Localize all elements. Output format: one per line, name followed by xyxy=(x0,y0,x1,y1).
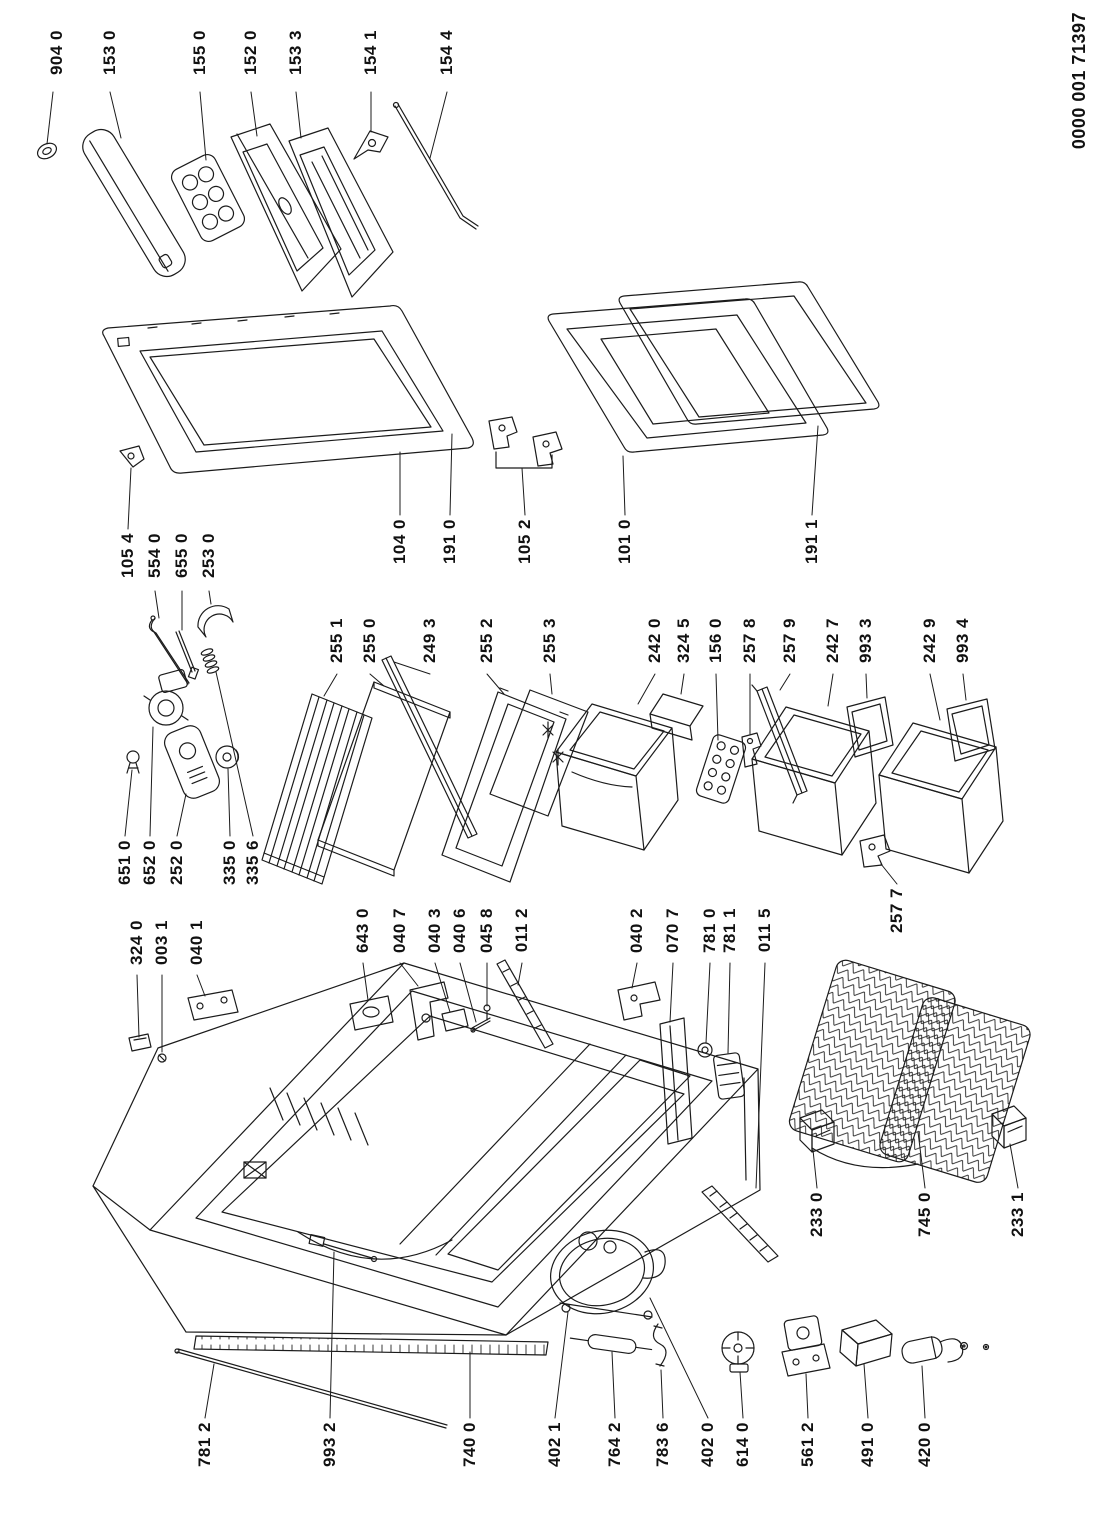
part-grommet-904 xyxy=(36,142,58,160)
part-knob-335 xyxy=(215,745,240,769)
part-egg-tray-155 xyxy=(170,153,246,243)
part-plate-040-1 xyxy=(187,989,239,1021)
part-fan-614-0 xyxy=(721,1331,755,1373)
part-inner-door-101 xyxy=(547,298,829,453)
part-sensor-993-2 xyxy=(308,1234,378,1263)
part-rail-011-5 xyxy=(701,1185,779,1263)
part-spring-335-6 xyxy=(200,648,220,674)
part-gasket-191-1 xyxy=(618,281,880,425)
part-grille-781-1 xyxy=(712,1052,746,1100)
part-rail-257-9 xyxy=(751,684,808,804)
part-lamp-housing-252 xyxy=(163,725,221,799)
part-door-rack-152 xyxy=(230,123,342,292)
part-rod-154-4 xyxy=(392,101,479,230)
part-trim-070-7 xyxy=(659,1017,693,1145)
part-relay-233-0 xyxy=(799,1109,835,1153)
part-shelf-255-2 xyxy=(441,687,569,883)
part-clip-324-0 xyxy=(128,1033,152,1052)
part-capacitor-420-0 xyxy=(901,1336,990,1364)
part-glass-shelf-255-0 xyxy=(317,681,451,877)
part-trim-249-3 xyxy=(381,655,478,839)
part-rail-011-2 xyxy=(496,959,554,1049)
part-door-rack-153-3 xyxy=(288,127,394,298)
part-tube-783-6 xyxy=(652,1323,667,1367)
part-relay-233-1 xyxy=(991,1105,1027,1149)
part-drawer-242-7 xyxy=(751,706,877,856)
part-tube-655 xyxy=(175,630,200,680)
document-number: 0000 001 71397 xyxy=(1069,12,1089,150)
part-hinges-105-2 xyxy=(488,416,563,469)
part-clip-257-8 xyxy=(741,732,762,768)
part-plate-643-0 xyxy=(349,995,394,1031)
part-bracket-040-2 xyxy=(617,981,661,1021)
part-lamp-bulb-651 xyxy=(126,750,140,774)
part-hinge-105-4 xyxy=(119,445,145,468)
part-compressor-402-0 xyxy=(549,1229,666,1320)
part-drawer-242-9 xyxy=(878,722,1004,874)
part-rail-740-0 xyxy=(193,1335,549,1356)
part-hinge-040-7 xyxy=(409,981,449,1041)
part-capillary-554 xyxy=(148,615,190,685)
part-screw-003-1 xyxy=(157,1053,167,1063)
part-valve-561-2 xyxy=(781,1315,831,1377)
part-panel-993-3 xyxy=(846,696,894,758)
part-thermostat-652 xyxy=(143,669,189,726)
leader-lines xyxy=(46,91,1019,1419)
part-condenser-745-0 xyxy=(788,959,1031,1183)
part-bracket-257-7 xyxy=(859,834,891,868)
part-rack-156-0 xyxy=(695,734,747,804)
part-duct-491-0 xyxy=(839,1319,893,1367)
part-glass-panel-255-3 xyxy=(489,689,589,817)
part-wire-shelf-255-1 xyxy=(261,693,373,885)
part-drier-764-2 xyxy=(569,1334,653,1354)
part-door-handle-153 xyxy=(82,128,186,278)
part-bracket-040-3 xyxy=(441,1008,469,1032)
part-crisper-242-0 xyxy=(555,703,679,851)
part-panel-993-4 xyxy=(946,698,996,762)
part-tray-324-5 xyxy=(649,693,704,741)
part-thermostat-cap-253 xyxy=(197,605,234,638)
part-bracket-154-1 xyxy=(353,130,389,160)
part-cabinet-body xyxy=(92,962,761,1336)
part-door-104 xyxy=(102,304,474,474)
part-rod-781-2 xyxy=(174,1348,448,1429)
